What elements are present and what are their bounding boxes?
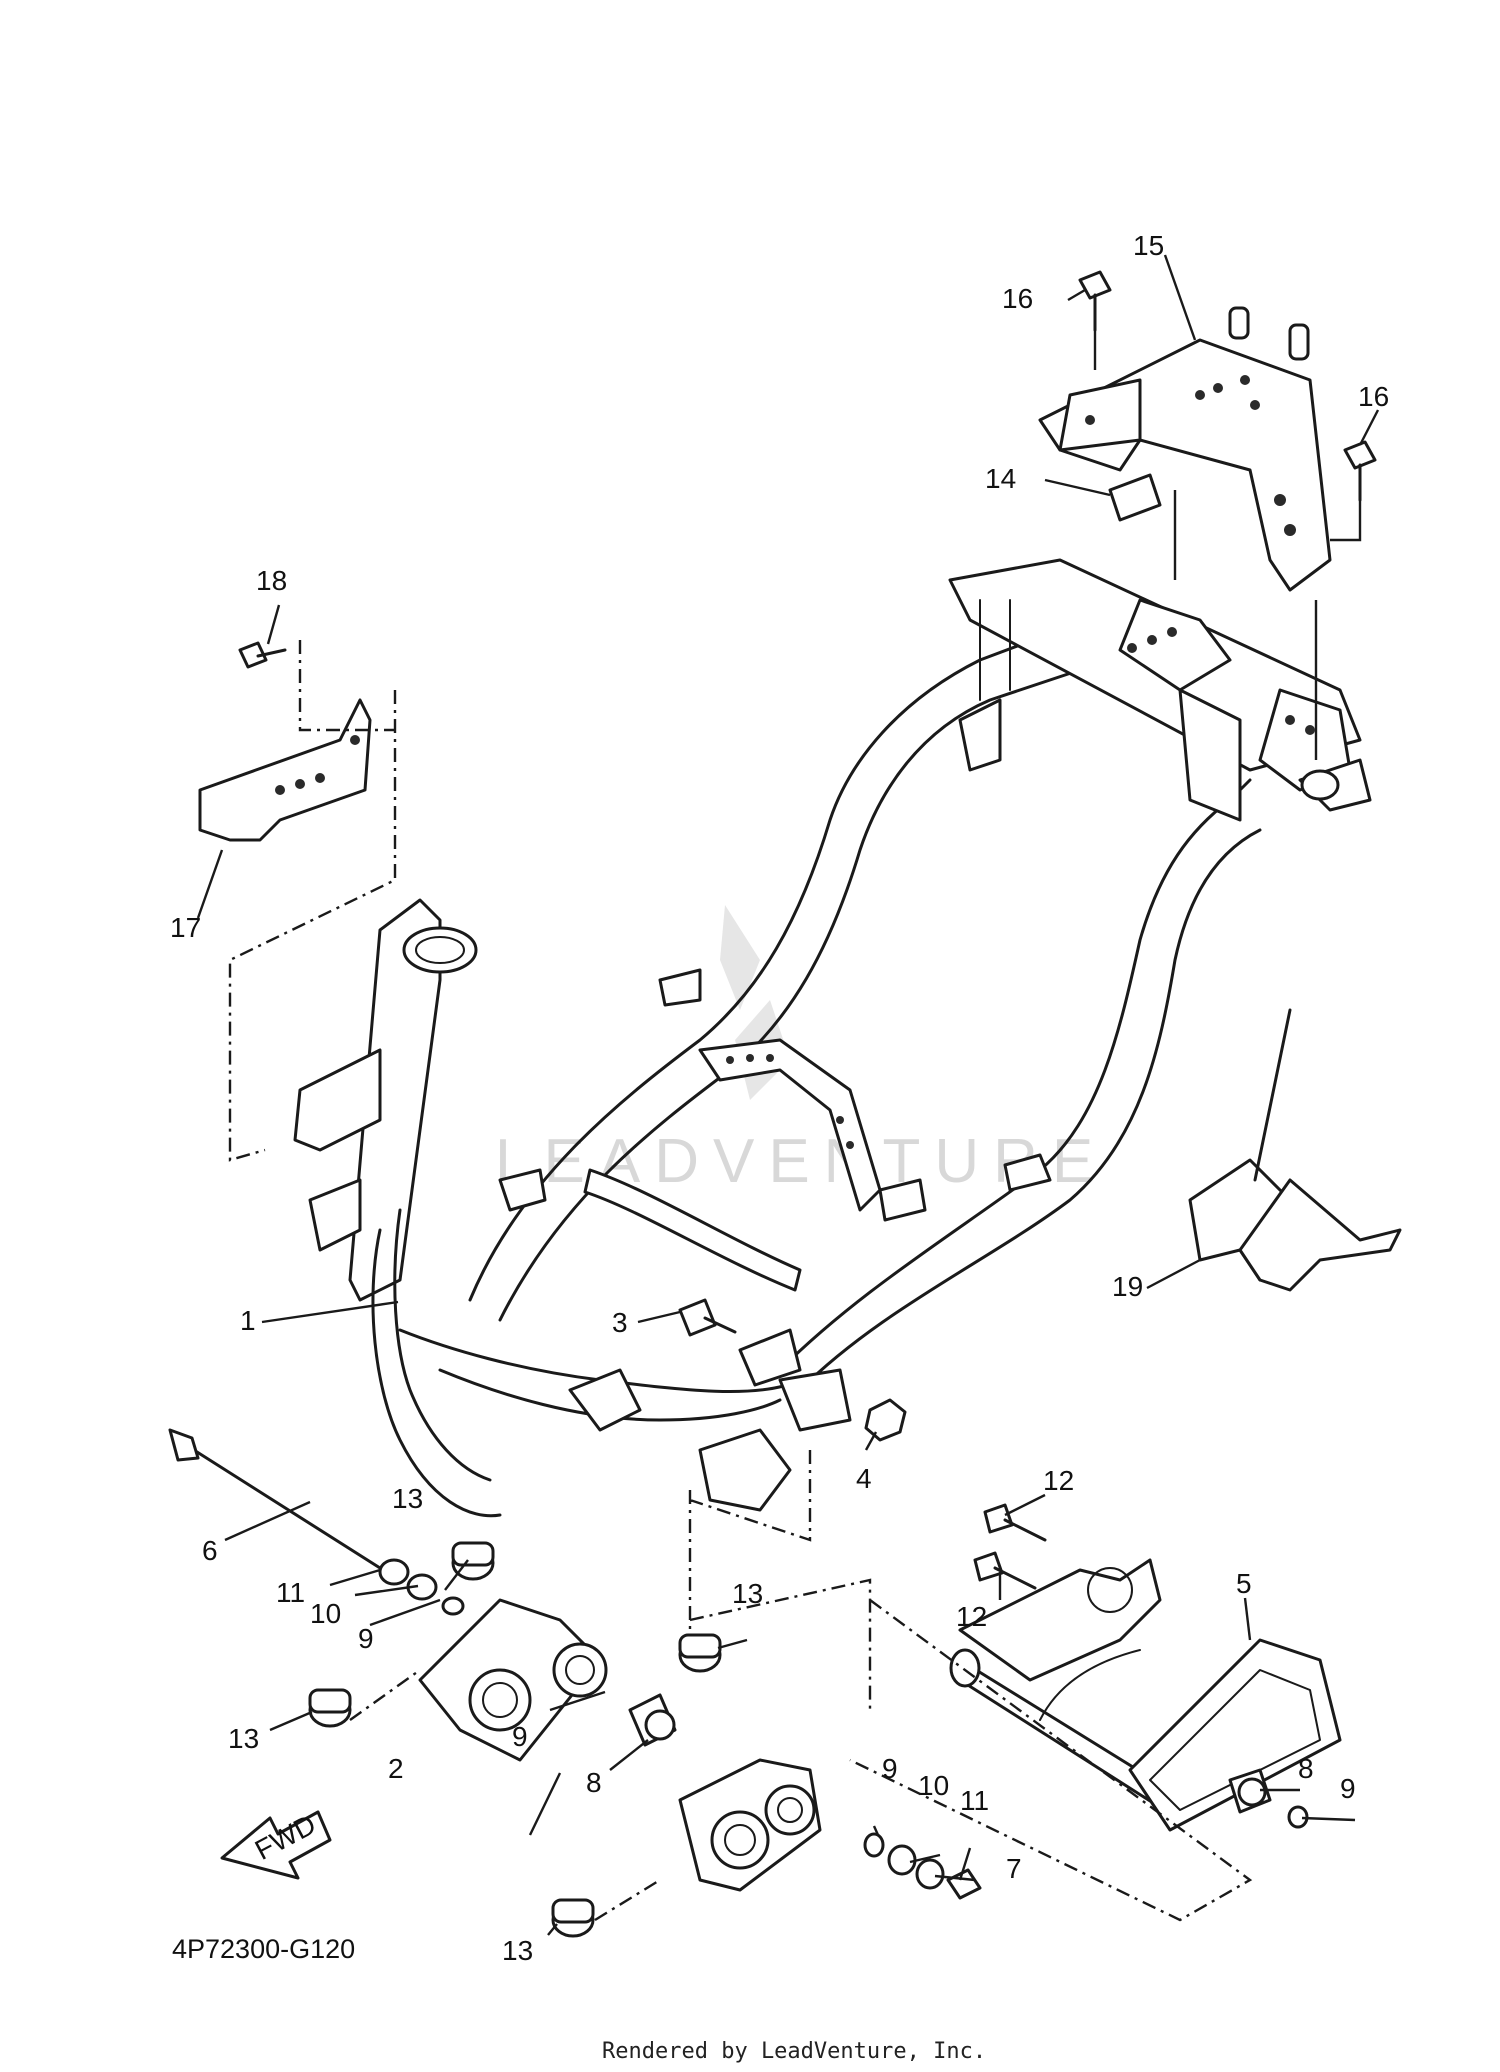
leader-lines: [196, 254, 1380, 1936]
callout-2[interactable]: 2: [388, 1753, 404, 1784]
callout-16-left[interactable]: 16: [1002, 283, 1033, 314]
callout-5[interactable]: 5: [1236, 1568, 1252, 1599]
left-bracket: [198, 640, 397, 1162]
footer-credit: Rendered by LeadVenture, Inc.: [602, 2039, 986, 2064]
engine-mount: [949, 1558, 1342, 1832]
link-assembly: [168, 270, 1402, 1938]
part-code: 4P72300-G120: [172, 1934, 355, 1964]
callout-16-right[interactable]: 16: [1358, 381, 1389, 412]
main-frame: [293, 558, 1372, 1518]
callout-12-upper[interactable]: 12: [1043, 1465, 1074, 1496]
callouts: 1 2 3 4 5 6 7 8 8 9 9 9 9 10 10 11 11 12…: [170, 230, 1389, 1966]
callout-7[interactable]: 7: [1006, 1853, 1022, 1884]
callout-4[interactable]: 4: [856, 1463, 872, 1494]
callout-10-right[interactable]: 10: [918, 1770, 949, 1801]
callout-1[interactable]: 1: [240, 1305, 256, 1336]
callout-11-right[interactable]: 11: [960, 1785, 989, 1816]
callout-9-right[interactable]: 9: [882, 1753, 898, 1784]
callout-10-left[interactable]: 10: [310, 1598, 341, 1629]
callout-9-upper[interactable]: 9: [358, 1623, 374, 1654]
callout-6[interactable]: 6: [202, 1535, 218, 1566]
callout-8-left[interactable]: 8: [586, 1767, 602, 1798]
callout-19[interactable]: 19: [1112, 1271, 1143, 1302]
callout-8-right[interactable]: 8: [1298, 1753, 1314, 1784]
callout-13-middle[interactable]: 13: [732, 1578, 763, 1609]
callout-14[interactable]: 14: [985, 463, 1016, 494]
callout-12-lower[interactable]: 12: [956, 1601, 987, 1632]
watermark: LEADVENTURE: [495, 905, 1093, 1196]
callout-9-middle[interactable]: 9: [512, 1721, 528, 1752]
callout-17[interactable]: 17: [170, 912, 201, 943]
callout-15[interactable]: 15: [1133, 230, 1164, 261]
callout-13-left[interactable]: 13: [228, 1723, 259, 1754]
callout-9-far[interactable]: 9: [1340, 1773, 1356, 1804]
callout-3[interactable]: 3: [612, 1307, 628, 1338]
callout-13-bottom[interactable]: 13: [502, 1935, 533, 1966]
callout-11-left[interactable]: 11: [276, 1577, 305, 1608]
callout-13-top[interactable]: 13: [392, 1483, 423, 1514]
callout-18[interactable]: 18: [256, 565, 287, 596]
rear-bracket: [1038, 306, 1332, 760]
